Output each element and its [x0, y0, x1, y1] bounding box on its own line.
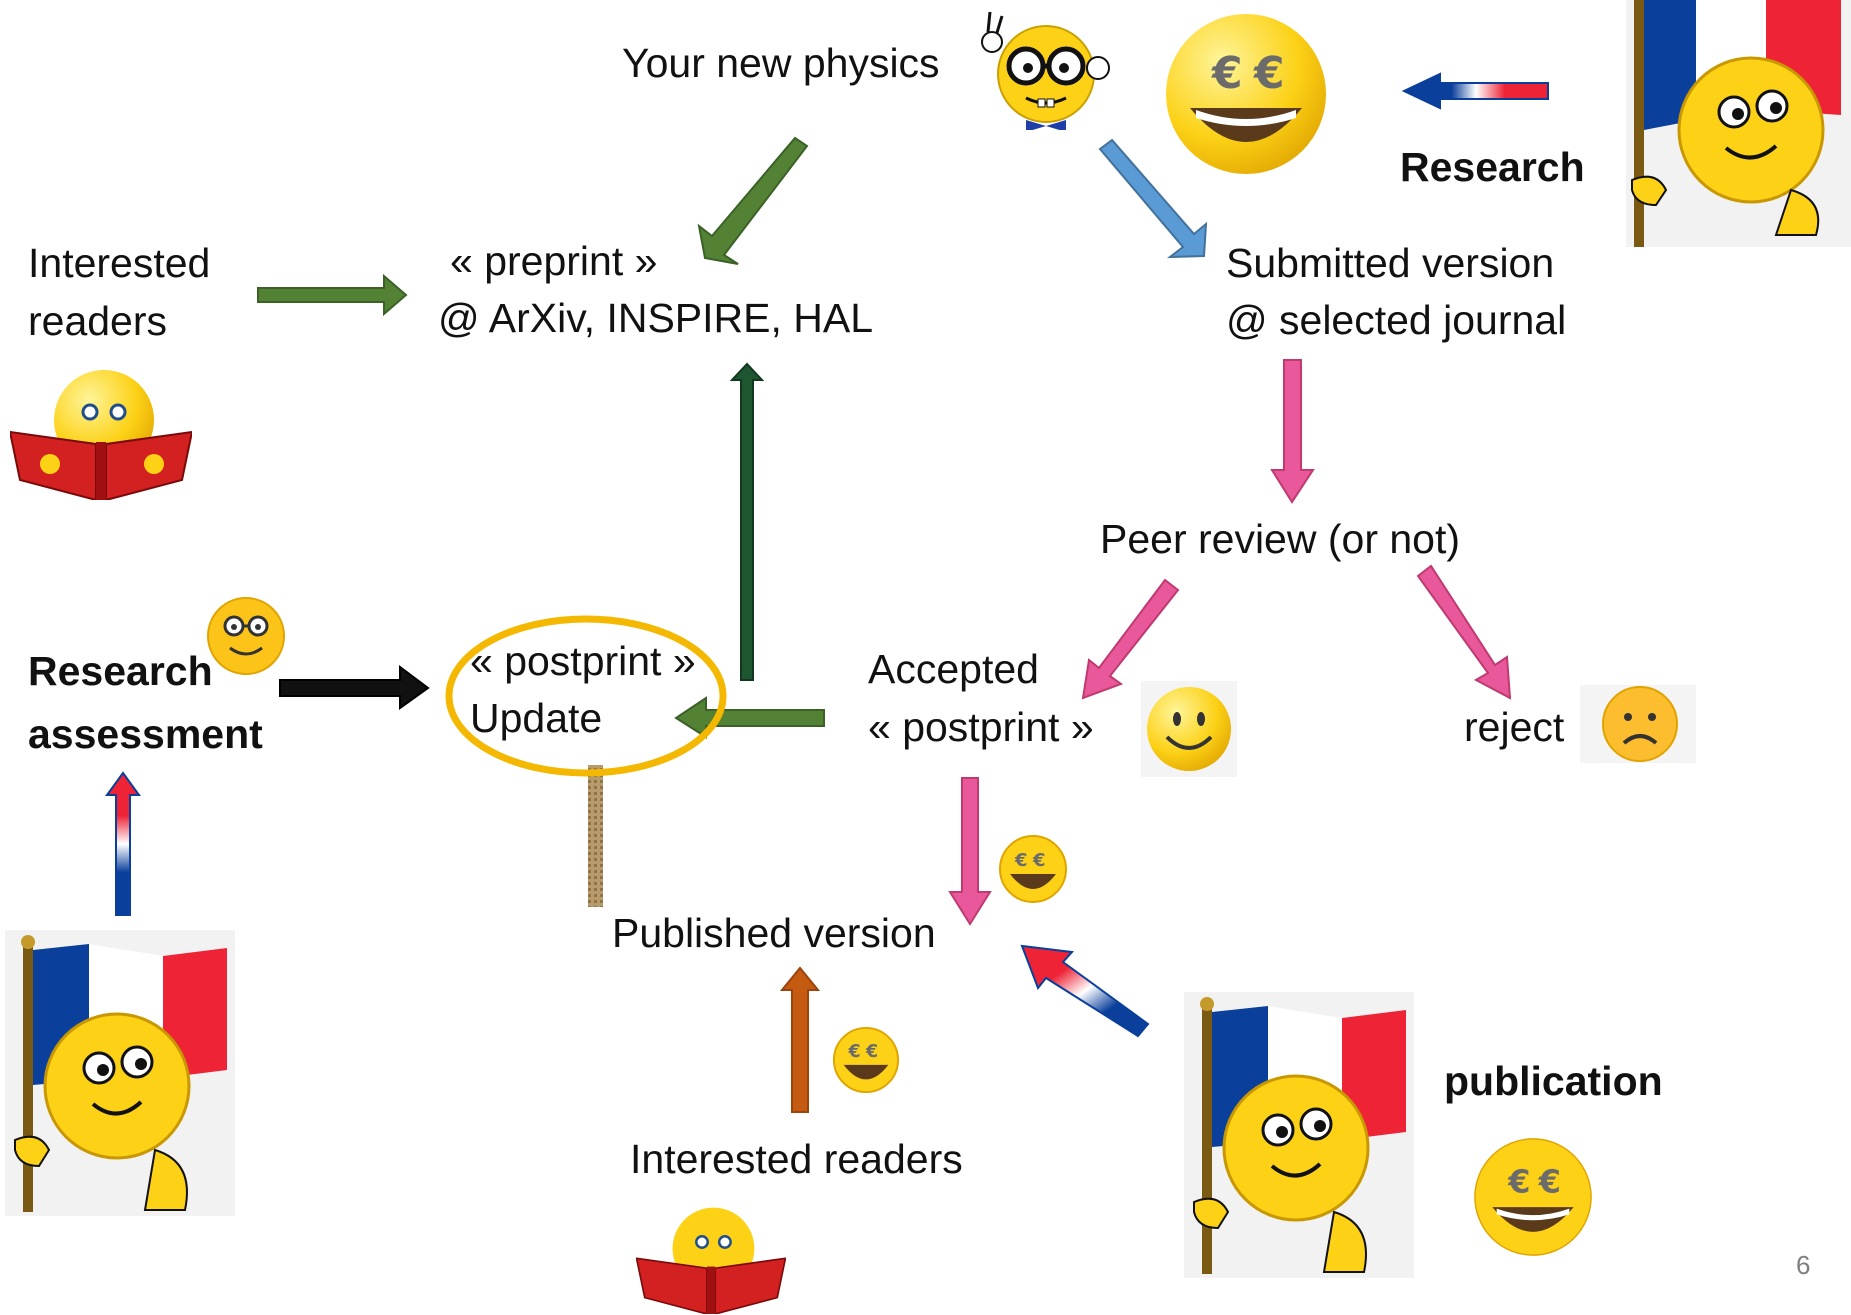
nerd-emoji-icon — [981, 11, 1110, 130]
arrow-accepted-to-published — [948, 777, 992, 926]
label-published: Published version — [612, 910, 936, 956]
sad-emoji-icon — [1580, 685, 1696, 763]
flag-emoji-icon — [1184, 992, 1414, 1278]
label-interested-readers-left-2: readers — [28, 298, 168, 344]
arrow-review-to-accepted — [1081, 578, 1180, 700]
arrow-physics-to-submitted — [1098, 138, 1208, 259]
svg-text:€: € — [865, 1042, 878, 1062]
label-submitted-1: Submitted version — [1226, 240, 1555, 286]
connector-postprint-to-published — [588, 765, 603, 907]
arrow-research-funding-left — [105, 771, 141, 916]
label-research-top: Research — [1400, 144, 1585, 190]
svg-text:€: € — [848, 1042, 861, 1062]
reading-emoji-icon — [10, 370, 192, 500]
money-eyes-emoji-icon: € € — [832, 1026, 900, 1094]
label-accepted-1: Accepted — [868, 646, 1039, 692]
arrow-review-to-reject — [1416, 564, 1512, 700]
flag-emoji-icon — [1626, 0, 1851, 247]
label-postprint-1: « postprint » — [470, 638, 696, 684]
label-submitted-2: @ selected journal — [1226, 297, 1567, 343]
label-new-physics: Your new physics — [622, 40, 940, 86]
arrow-publication-funding — [1020, 944, 1150, 1038]
arrow-readers-to-preprint — [257, 273, 408, 317]
label-reject: reject — [1464, 704, 1565, 750]
label-preprint-2: @ ArXiv, INSPIRE, HAL — [438, 295, 874, 341]
arrow-submitted-to-review — [1270, 359, 1315, 504]
arrow-accepted-to-postprint — [674, 696, 825, 739]
label-accepted-2: « postprint » — [868, 704, 1094, 750]
svg-text:€: € — [1032, 850, 1046, 871]
smile-emoji-icon — [1141, 681, 1237, 777]
glasses-emoji-icon — [207, 597, 285, 675]
svg-text:€: € — [1538, 1163, 1561, 1201]
svg-text:€: € — [1507, 1163, 1530, 1201]
label-preprint-1: « preprint » — [450, 238, 658, 284]
svg-text:€: € — [1253, 48, 1285, 99]
label-interested-readers-left-1: Interested — [28, 240, 211, 286]
arrow-research-funding-top — [1401, 72, 1549, 110]
flag-emoji-icon — [5, 930, 235, 1216]
label-research-assessment-2: assessment — [28, 711, 263, 757]
page-number: 6 — [1796, 1250, 1811, 1280]
arrow-postprint-to-preprint — [729, 362, 765, 681]
label-postprint-2: Update — [470, 695, 603, 741]
arrow-physics-to-preprint — [697, 136, 809, 265]
label-peer-review: Peer review (or not) — [1100, 516, 1461, 562]
money-eyes-emoji-icon: € € — [1166, 14, 1326, 174]
reading-emoji-icon — [636, 1207, 786, 1314]
postprint-highlight-ellipse — [445, 615, 727, 777]
arrow-readers-to-published — [779, 966, 821, 1113]
arrow-assessment-to-postprint — [279, 665, 430, 710]
money-eyes-emoji-icon: € € — [999, 835, 1067, 903]
svg-text:€: € — [1014, 850, 1028, 871]
label-publication: publication — [1444, 1058, 1663, 1104]
money-eyes-emoji-icon: € € — [1474, 1138, 1592, 1256]
label-interested-readers-bottom: Interested readers — [630, 1136, 963, 1182]
label-research-assessment-1: Research — [28, 648, 213, 694]
svg-text:€: € — [1211, 48, 1243, 99]
